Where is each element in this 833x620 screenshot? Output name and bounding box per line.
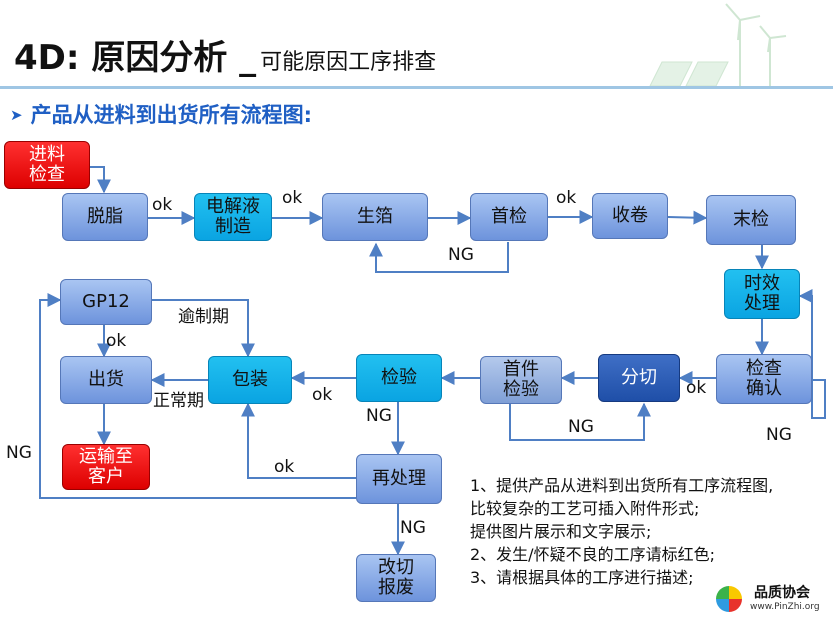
edge-reprocess-ng-left [39, 293, 356, 499]
node-slitting[interactable]: 分切 [598, 354, 680, 402]
label-ng-confirm: NG [766, 425, 792, 445]
edge-incoming-degreasing [90, 166, 111, 194]
node-aging[interactable]: 时效 处理 [724, 269, 800, 319]
page-title: 4D: 原因分析 _可能原因工序排查 [14, 30, 436, 79]
node-inspect-confirm[interactable]: 检查 确认 [716, 354, 812, 404]
node-incoming-inspection[interactable]: 进料 检查 [4, 141, 90, 189]
label-ok-degreasing: ok [152, 195, 173, 215]
title-main: 4D: 原因分析 _ [14, 38, 257, 78]
node-inspection[interactable]: 检验 [356, 354, 442, 402]
logo-ball-icon [716, 586, 742, 612]
label-normal: 正常期 [153, 391, 204, 411]
edge-firstcheck-ng-foil [369, 242, 509, 273]
section-heading-text: 产品从进料到出货所有流程图: [30, 103, 312, 127]
label-ok-inspection: ok [312, 385, 333, 405]
label-ok-reprocess: ok [274, 457, 295, 477]
node-winding[interactable]: 收卷 [592, 193, 668, 239]
node-packing[interactable]: 包装 [208, 356, 292, 404]
note-line: 2、发生/怀疑不良的工序请标红色; [470, 545, 715, 564]
node-reprocess[interactable]: 再处理 [356, 454, 442, 504]
note-line: 比较复杂的工艺可插入附件形式; [470, 499, 700, 518]
node-electrolyte[interactable]: 电解液 制造 [194, 193, 272, 241]
edge-reprocess-packing [241, 402, 356, 479]
edge-firstpiece-ng-slitting [509, 402, 651, 441]
bullet-arrow-icon: ➤ [10, 106, 23, 124]
logo: 品质协会 www.PinZhi.org [714, 580, 832, 620]
node-scrap[interactable]: 改切 报废 [356, 554, 436, 602]
edge-confirm-ng-aging [798, 289, 826, 419]
label-ok-electrolyte: ok [282, 188, 303, 208]
node-transport[interactable]: 运输至 客户 [62, 444, 150, 490]
label-ng-inspection: NG [366, 406, 392, 426]
node-first-check[interactable]: 首检 [470, 193, 548, 241]
node-final-check[interactable]: 末检 [706, 195, 796, 245]
label-ok-firstcheck: ok [556, 188, 577, 208]
note-line: 提供图片展示和文字展示; [470, 522, 652, 541]
note-line: 1、提供产品从进料到出货所有工序流程图, [470, 476, 774, 495]
label-ng-left: NG [6, 443, 32, 463]
label-ng-firstpiece: NG [568, 417, 594, 437]
instruction-notes: 1、提供产品从进料到出货所有工序流程图, 比较复杂的工艺可插入附件形式; 提供图… [470, 474, 773, 589]
note-line: 3、请根据具体的工序进行描述; [470, 568, 694, 587]
edge-gp12-overdue [152, 299, 255, 358]
label-ok-confirm: ok [686, 378, 707, 398]
title-subtitle: 可能原因工序排查 [260, 50, 437, 75]
edge-winding-finalcheck [667, 210, 708, 225]
header-divider [0, 86, 833, 89]
node-shipping[interactable]: 出货 [60, 356, 152, 404]
label-overdue: 逾制期 [178, 307, 229, 327]
node-degreasing[interactable]: 脱脂 [62, 193, 148, 241]
label-ng-firstcheck: NG [448, 245, 474, 265]
label-ok-gp12: ok [106, 331, 127, 351]
label-ng-reprocess: NG [400, 518, 426, 538]
node-first-piece[interactable]: 首件 检验 [480, 356, 562, 404]
node-foil[interactable]: 生箔 [322, 193, 428, 241]
logo-name: 品质协会 [754, 585, 810, 601]
node-gp12[interactable]: GP12 [60, 279, 152, 325]
logo-url: www.PinZhi.org [750, 602, 820, 612]
section-heading: ➤ 产品从进料到出货所有流程图: [10, 99, 312, 129]
